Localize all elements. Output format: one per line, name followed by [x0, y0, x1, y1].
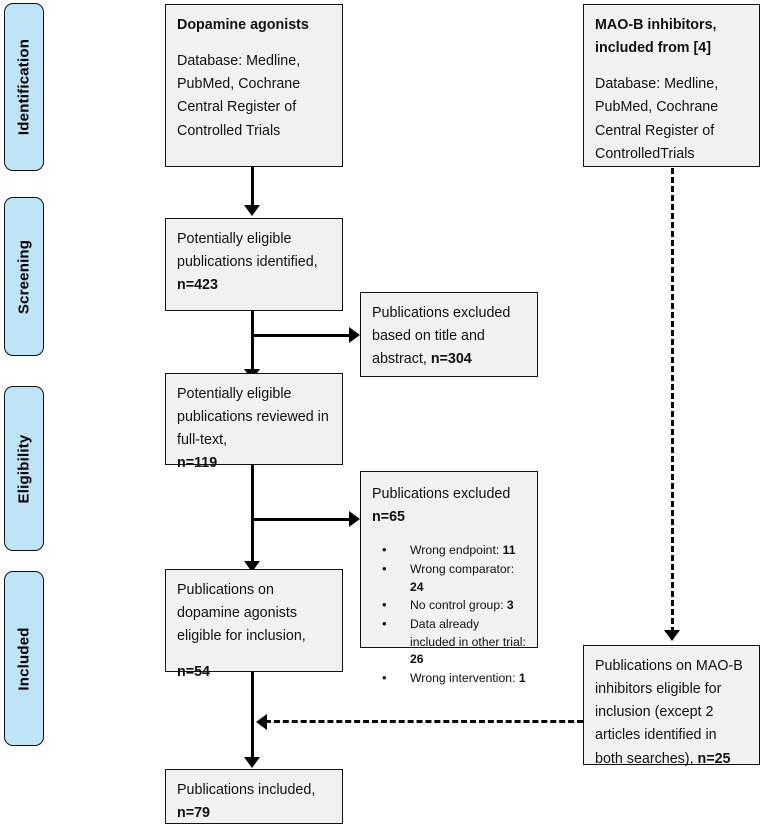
dashed-connector-maob-source-to-eligible	[671, 168, 674, 633]
box-identified-text: Potentially eligible publications identi…	[177, 228, 331, 297]
exclusion-reason-value: 24	[410, 579, 424, 594]
exclusion-reason-item: Wrong endpoint: 11	[382, 541, 526, 560]
box-excluded-title-abstract-label: Publications excluded based on title and…	[372, 305, 511, 368]
exclusion-reason-label: No control group:	[410, 598, 507, 613]
stage-pill-screening: Screening	[4, 197, 44, 356]
box-maob-source: MAO-B inhibitors, included from [4] Data…	[583, 4, 760, 167]
exclusion-reason-label: Wrong comparator:	[410, 562, 515, 576]
box-identified-label: Potentially eligible publications identi…	[177, 231, 318, 271]
box-identified: Potentially eligible publications identi…	[165, 218, 343, 311]
exclusion-reason-label: Wrong endpoint:	[410, 543, 503, 558]
box-maob-source-body: Database: Medline, PubMed, Cochrane Cent…	[595, 76, 719, 162]
stage-pill-included: Included	[4, 571, 44, 746]
box-excluded-title-abstract-text: Publications excluded based on title and…	[372, 302, 526, 371]
exclusion-reason-label: Wrong intervention:	[410, 671, 519, 686]
connector-source-to-identified	[251, 166, 254, 210]
stage-label-identification: Identification	[15, 38, 33, 136]
box-included-final: Publications included, n=79	[165, 769, 343, 824]
exclusion-reason-value: 1	[518, 671, 526, 686]
box-excluded-title-abstract-count: n=304	[430, 351, 472, 368]
box-maob-source-title: MAO-B inhibitors, included from [4]	[595, 17, 717, 57]
connector-identified-to-fulltext	[251, 311, 254, 376]
exclusion-reason-value: 3	[506, 598, 514, 613]
arrowhead-to-excluded-fulltext	[349, 511, 360, 527]
box-dopamine-eligible: Publications on dopamine agonists eligib…	[165, 569, 343, 680]
box-dopamine-eligible-count: n=54	[177, 664, 210, 681]
dashed-connector-maob-eligible-to-included	[265, 720, 583, 723]
box-included-final-text: Publications included,	[177, 779, 331, 802]
connector-eligible-to-included	[251, 672, 254, 764]
exclusion-reason-list: Wrong endpoint: 11 Wrong comparator: 24 …	[372, 541, 526, 688]
exclusion-reason-item: Wrong comparator: 24	[382, 560, 526, 596]
stage-label-screening: Screening	[15, 239, 33, 314]
connector-fulltext-to-eligible	[251, 465, 254, 568]
stage-label-eligibility: Eligibility	[15, 434, 33, 503]
box-dopamine-eligible-label: Publications on dopamine agonists eligib…	[177, 582, 306, 645]
arrowhead-eligible-to-included	[244, 757, 260, 768]
connector-to-excluded-fulltext	[251, 518, 352, 521]
box-fulltext-reviewed: Potentially eligible publications review…	[165, 373, 343, 471]
exclusion-reason-value: 26	[410, 652, 424, 667]
box-maob-eligible-text: Publications on MAO-B inhibitors eligibl…	[595, 655, 748, 771]
box-dopamine-source-title: Dopamine agonists	[177, 17, 309, 33]
exclusion-reason-label: Data already included in other trial:	[410, 617, 526, 649]
arrowhead-maob-source-to-eligible	[664, 630, 680, 641]
exclusion-reason-item: Data already included in other trial: 26	[382, 615, 526, 669]
box-included-final-label: Publications included,	[177, 782, 316, 798]
box-excluded-fulltext: Publications excluded n=65 Wrong endpoin…	[360, 471, 538, 688]
box-maob-eligible: Publications on MAO-B inhibitors eligibl…	[583, 645, 760, 767]
exclusion-reason-item: No control group: 3	[382, 596, 526, 615]
box-maob-eligible-label: Publications on MAO-B inhibitors eligibl…	[595, 658, 743, 767]
box-excluded-fulltext-label: Publications excluded	[372, 486, 511, 502]
box-fulltext-reviewed-label: Potentially eligible publications review…	[177, 386, 329, 449]
box-maob-eligible-count: n=25	[697, 750, 731, 767]
connector-to-excluded-title-abstract	[251, 334, 352, 337]
box-dopamine-source: Dopamine agonists Database: Medline, Pub…	[165, 4, 343, 167]
box-dopamine-source-body: Database: Medline, PubMed, Cochrane Cent…	[177, 53, 301, 139]
arrowhead-fulltext-to-eligible	[244, 561, 260, 572]
stage-pill-identification: Identification	[4, 3, 44, 171]
box-fulltext-reviewed-count: n=119	[177, 455, 218, 472]
box-excluded-fulltext-count: n=65	[372, 509, 405, 526]
box-excluded-title-abstract: Publications excluded based on title and…	[360, 292, 538, 377]
arrowhead-maob-eligible-to-included	[256, 714, 267, 730]
arrowhead-to-excluded-title-abstract	[349, 327, 360, 343]
box-included-final-count: n=79	[177, 805, 210, 822]
arrowhead-source-to-identified	[244, 205, 260, 216]
stage-label-included: Included	[15, 626, 33, 691]
box-identified-count: n=423	[177, 277, 218, 294]
exclusion-reason-item: Wrong intervention: 1	[382, 669, 526, 688]
exclusion-reason-value: 11	[502, 543, 516, 558]
stage-pill-eligibility: Eligibility	[4, 386, 44, 551]
